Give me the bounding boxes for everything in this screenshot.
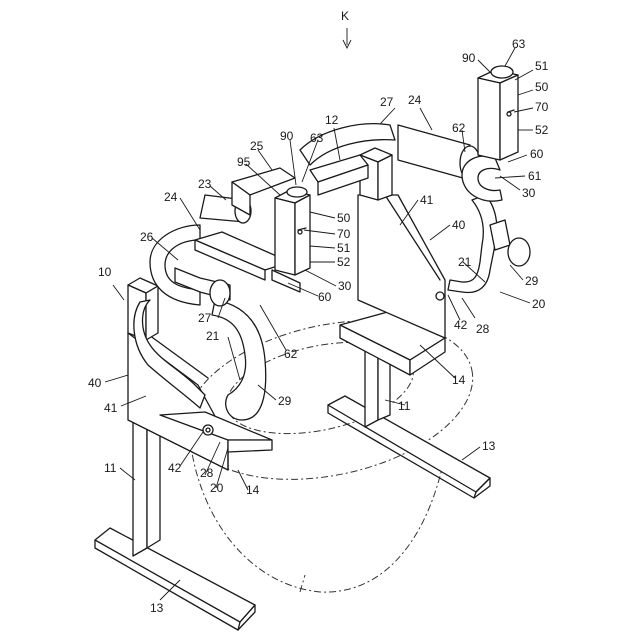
ref-63-center: 63 [310,131,324,145]
ref-13-right: 13 [482,439,496,453]
ref-50-right: 50 [535,80,549,94]
ref-51-center: 51 [337,241,351,255]
ref-27-top: 27 [380,95,394,109]
ref-41-left: 41 [104,401,118,415]
view-letter: K [341,9,349,23]
ref-42-right: 42 [454,318,468,332]
ref-40-right: 40 [452,218,466,232]
ref-60-center: 60 [318,290,332,304]
ref-51-right: 51 [535,59,549,73]
ref-24-left: 24 [164,190,178,204]
ref-41-right: 41 [420,193,434,207]
ref-28-right: 28 [476,322,490,336]
ref-70-center: 70 [337,227,351,241]
ref-20-right: 20 [532,297,546,311]
ref-13-left: 13 [150,601,164,615]
ref-30-center: 30 [338,279,352,293]
ref-14-right: 14 [452,373,466,387]
ref-24-right: 24 [408,93,422,107]
ref-20-left: 20 [210,481,224,495]
right-handle-unit [478,66,518,160]
center-handle-unit [272,187,310,292]
ref-70-right: 70 [535,100,549,114]
ref-26: 26 [140,230,154,244]
ref-30-right: 30 [522,186,536,200]
ref-11-left: 11 [104,461,117,475]
ref-63-right: 63 [512,37,526,51]
ref-62-center: 62 [284,347,298,361]
ref-29-right: 29 [525,274,539,288]
ref-29-left: 29 [278,394,292,408]
ref-23: 23 [198,177,212,191]
ref-60-right: 60 [530,147,544,161]
ref-25: 25 [250,139,264,153]
leader-lines [105,28,533,600]
ref-21-right: 21 [458,255,472,269]
ref-27-left: 27 [198,311,212,325]
ref-62-right: 62 [452,121,466,135]
ref-28-left: 28 [200,466,214,480]
ref-95: 95 [237,155,251,169]
tube-frame [134,124,530,420]
ref-52-right: 52 [535,123,549,137]
ref-10: 10 [98,265,112,279]
ref-42-left: 42 [168,461,182,475]
ref-90-right: 90 [462,51,476,65]
ref-11-right: 11 [398,399,411,413]
ref-61-right: 61 [528,169,542,183]
ref-12: 12 [325,113,339,127]
ref-90-center: 90 [280,129,294,143]
ref-40-left: 40 [88,376,102,390]
ref-52-center: 52 [337,255,351,269]
ref-21-left: 21 [206,329,220,343]
ref-14-left: 14 [246,483,260,497]
ref-50-center: 50 [337,211,351,225]
